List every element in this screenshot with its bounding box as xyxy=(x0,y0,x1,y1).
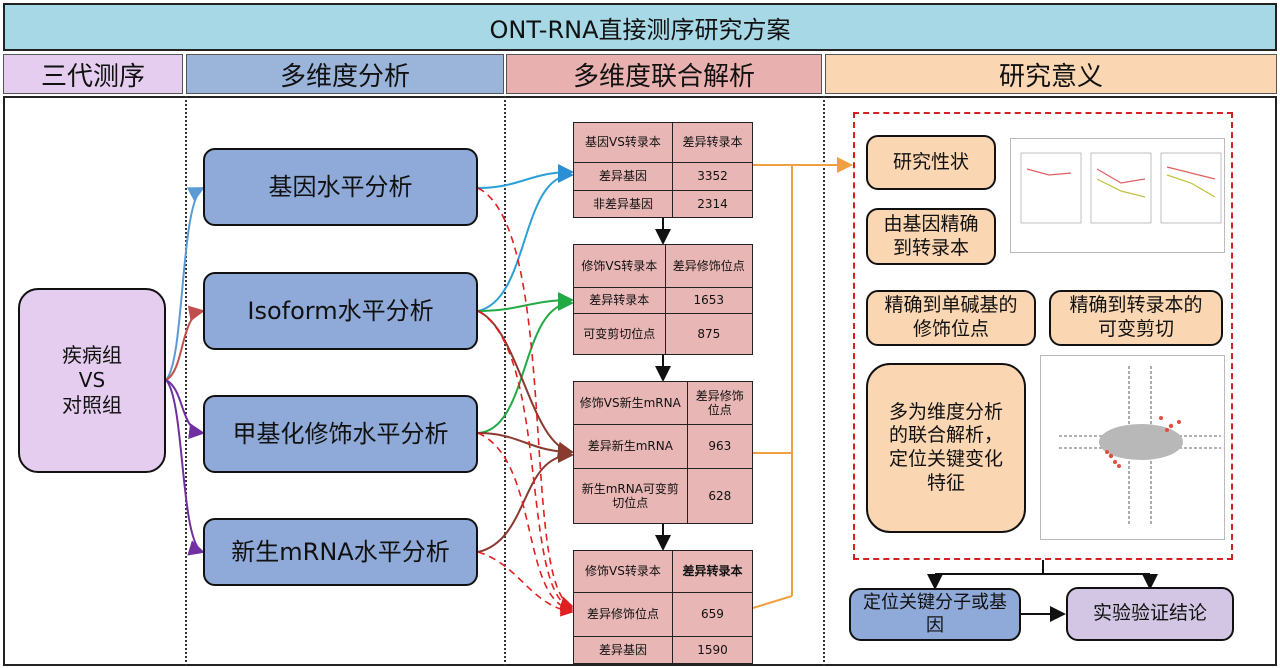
control-group-label: 对照组 xyxy=(62,393,122,417)
gene-to-transcript-node: 由基因精确到转录本 xyxy=(866,208,996,265)
table-cell: 1590 xyxy=(671,636,754,664)
table-cell: 差异修饰位点 xyxy=(573,592,673,637)
table-cell: 628 xyxy=(686,468,754,524)
column-divider xyxy=(504,96,506,666)
column-divider xyxy=(185,96,187,666)
table-cell: 3352 xyxy=(671,162,754,191)
experimental-validation-node: 实验验证结论 xyxy=(1066,587,1234,641)
table-cell: 差异基因 xyxy=(573,636,673,664)
content-frame xyxy=(3,96,1277,666)
column-divider xyxy=(823,96,825,666)
table-cell: 963 xyxy=(686,424,754,469)
joint-analysis-node: 多为维度分析的联合解析，定位关键变化特征 xyxy=(866,363,1026,533)
table-cell: 修饰VS新生mRNA xyxy=(573,381,688,425)
locate-key-molecule-node: 定位关键分子或基因 xyxy=(849,588,1021,641)
disease-group-label: 疾病组 xyxy=(62,343,122,367)
header-joint-analysis: 多维度联合解析 xyxy=(506,54,822,94)
table-cell: 659 xyxy=(671,592,754,637)
table-cell: 差异修饰位点 xyxy=(686,381,754,425)
table-cell: 差异转录本 xyxy=(573,287,666,314)
table-cell: 新生mRNA可变剪切位点 xyxy=(573,468,688,524)
differential-scatter-thumbnail xyxy=(1040,355,1225,540)
line-chart-thumbnail-graphic xyxy=(1020,152,1222,224)
table-cell: 差异基因 xyxy=(573,162,673,191)
scatter-thumbnail-graphic xyxy=(1059,366,1221,526)
isoform-level-analysis-node: Isoform水平分析 xyxy=(203,272,478,350)
methylation-analysis-node: 甲基化修饰水平分析 xyxy=(203,395,478,473)
table-cell: 875 xyxy=(664,313,754,355)
table-cell: 修饰VS转录本 xyxy=(573,244,666,288)
header-significance: 研究意义 xyxy=(825,54,1277,94)
nascent-mrna-analysis-node: 新生mRNA水平分析 xyxy=(203,518,478,586)
gene-level-analysis-node: 基因水平分析 xyxy=(203,148,478,226)
significance-dashed-box xyxy=(853,112,1233,560)
table-cell: 非差异基因 xyxy=(573,189,673,218)
table-cell: 基因VS转录本 xyxy=(573,122,673,163)
table-cell: 差异新生mRNA xyxy=(573,424,688,469)
transcript-splicing-node: 精确到转录本的可变剪切 xyxy=(1049,290,1223,346)
table-cell: 差异修饰位点 xyxy=(664,244,754,288)
disease-vs-control-node: 疾病组 VS 对照组 xyxy=(18,288,166,473)
table-cell: 2314 xyxy=(671,189,754,218)
table-cell: 修饰VS转录本 xyxy=(573,550,673,593)
diagram-title: ONT-RNA直接测序研究方案 xyxy=(3,3,1277,51)
header-multi-dim-analysis: 多维度分析 xyxy=(186,54,504,94)
research-trait-node: 研究性状 xyxy=(866,135,996,190)
table-cell: 差异转录本 xyxy=(671,122,754,163)
header-third-gen-seq: 三代测序 xyxy=(3,54,183,94)
vs-label: VS xyxy=(78,368,106,392)
table-cell: 1653 xyxy=(664,287,754,314)
expression-line-charts-thumbnail xyxy=(1010,138,1225,253)
single-base-modification-node: 精确到单碱基的修饰位点 xyxy=(866,290,1036,346)
table-cell: 差异转录本 xyxy=(671,550,754,593)
table-cell: 可变剪切位点 xyxy=(573,313,666,355)
